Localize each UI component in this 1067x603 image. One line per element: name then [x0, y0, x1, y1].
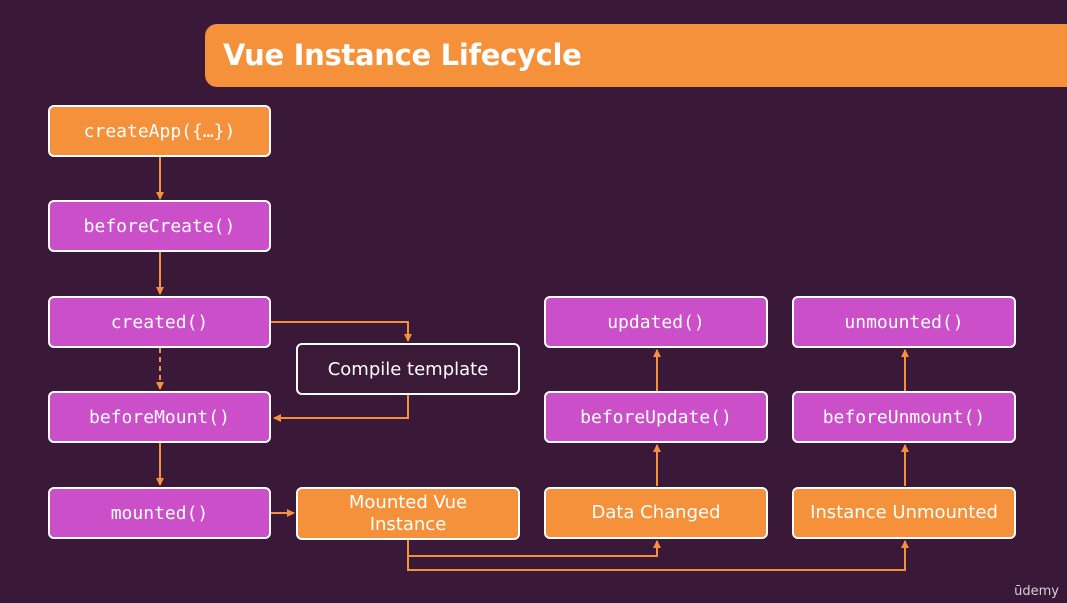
arrow-instance-to-unmounted — [407, 540, 909, 571]
node-before-update: beforeUpdate() — [544, 391, 768, 443]
arrow-created-to-compile — [271, 321, 412, 342]
node-created: created() — [48, 296, 271, 348]
node-before-create: beforeCreate() — [48, 200, 271, 252]
udemy-watermark: ūdemy — [1014, 584, 1059, 599]
page-title: Vue Instance Lifecycle — [223, 38, 582, 72]
node-unmounted: unmounted() — [792, 296, 1016, 348]
title-banner: Vue Instance Lifecycle — [205, 24, 1067, 87]
arrow-instance-to-datachanged — [407, 540, 661, 557]
node-mounted: mounted() — [48, 487, 271, 539]
node-mounted-vue-instance: Mounted Vue Instance — [296, 487, 520, 540]
node-create-app: createApp({…}) — [48, 105, 271, 157]
node-before-unmount: beforeUnmount() — [792, 391, 1016, 443]
arrow-compile-to-beforemount — [273, 395, 409, 422]
node-compile-template: Compile template — [296, 343, 520, 395]
node-updated: updated() — [544, 296, 768, 348]
node-before-mount: beforeMount() — [48, 391, 271, 443]
node-data-changed: Data Changed — [544, 487, 768, 539]
node-instance-unmounted: Instance Unmounted — [792, 487, 1016, 539]
